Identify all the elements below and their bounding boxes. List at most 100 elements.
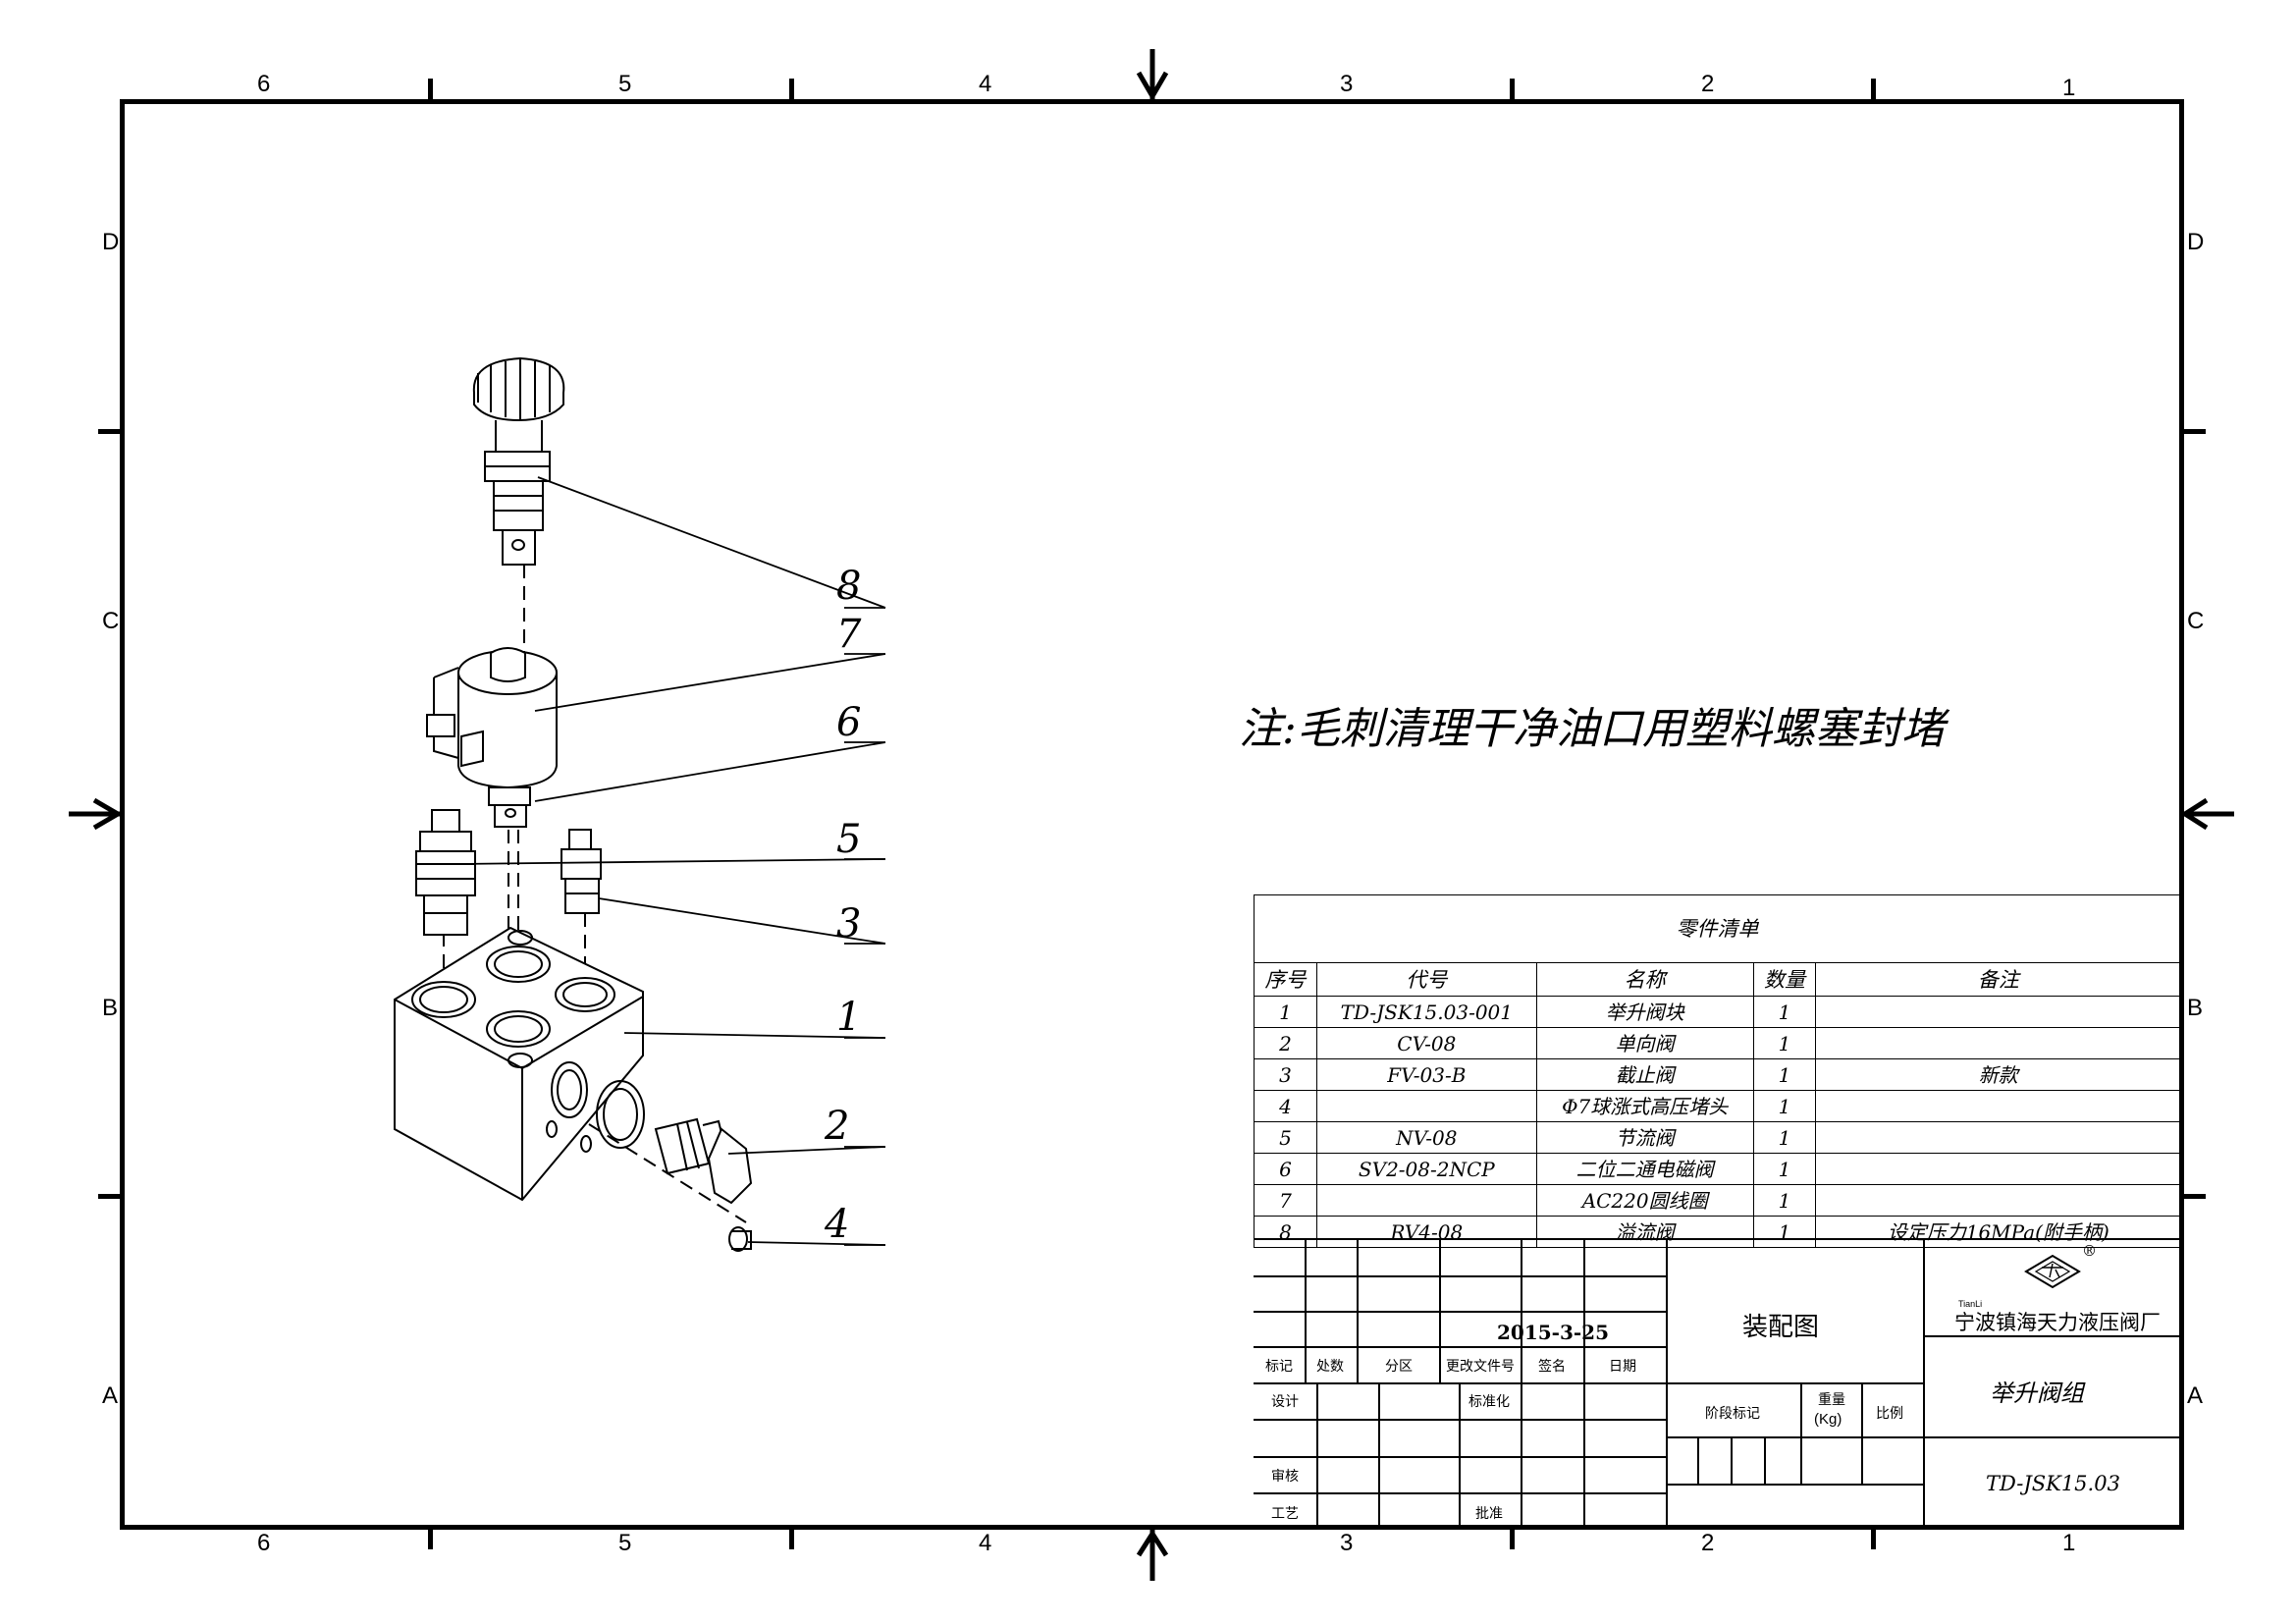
tb-company: 宁波镇海天力液压阀厂 (1954, 1311, 2161, 1334)
bom-cell: Φ7球涨式高压堵头 (1535, 1090, 1754, 1122)
zone-bottom-4: 4 (979, 1530, 992, 1556)
bom-cell: 截止阀 (1535, 1058, 1754, 1091)
bom-cell: 1 (1752, 1184, 1817, 1217)
tb-rev-mark: 标记 (1265, 1359, 1293, 1375)
drawing-note: 注:毛刺清理干净油口用塑料螺塞封堵 (1239, 704, 1945, 754)
zone-bottom-5: 5 (618, 1530, 632, 1556)
tb-rev-count: 处数 (1316, 1359, 1344, 1375)
bom-cell (1315, 1184, 1537, 1217)
tb-weight-unit: (Kg) (1814, 1411, 1842, 1428)
zone-bottom-6: 6 (257, 1530, 271, 1556)
tick (1510, 1528, 1515, 1549)
zone-bottom-3: 3 (1340, 1530, 1354, 1556)
tick (1510, 79, 1515, 100)
tb-line (1254, 1492, 1666, 1494)
tb-rev-sign: 签名 (1538, 1359, 1566, 1375)
tb-standardize: 标准化 (1468, 1394, 1510, 1410)
zone-top-4: 4 (979, 71, 992, 97)
tb-line (1254, 1311, 1666, 1313)
zone-left-C: C (102, 608, 120, 634)
bom-title: 零件清单 (1254, 894, 2181, 963)
bom-cell: 1 (1752, 1027, 1817, 1059)
tb-registered: ® (2082, 1242, 2097, 1260)
tick (98, 1194, 120, 1199)
bom-cell: 1 (1752, 1153, 1817, 1185)
zone-top-6: 6 (257, 71, 271, 97)
zone-left-B: B (102, 995, 119, 1021)
bom-cell: 8 (1254, 1216, 1317, 1248)
tb-line (1254, 1456, 1666, 1458)
bom-cell: 5 (1254, 1121, 1317, 1154)
tick (2184, 429, 2206, 434)
bom-cell: AC220圆线圈 (1535, 1184, 1754, 1217)
part-7-coil (426, 647, 558, 789)
callout-7: 7 (836, 612, 862, 657)
zone-top-1: 1 (2062, 75, 2076, 101)
zone-bottom-1: 1 (2062, 1530, 2076, 1556)
tick (428, 79, 433, 100)
tick (1871, 1528, 1876, 1549)
bom-cell: 1 (1752, 1121, 1817, 1154)
bom-cell (1315, 1090, 1537, 1122)
zone-top-3: 3 (1340, 71, 1354, 97)
zone-right-B: B (2187, 995, 2204, 1021)
bom-cell: 1 (1752, 1216, 1817, 1248)
tb-drawing-no: TD-JSK15.03 (1986, 1472, 2120, 1495)
leader-lines (456, 476, 886, 1246)
part-5-throttle-valve (415, 809, 476, 936)
tb-line (1254, 1346, 1666, 1348)
bom-cell (1815, 1090, 2181, 1122)
tick (789, 79, 794, 100)
bom-header-no: 序号 (1254, 962, 1317, 997)
bom-cell (1815, 1121, 2181, 1154)
tb-date: 2015-3-25 (1497, 1321, 1610, 1344)
tb-rev-doc: 更改文件号 (1446, 1359, 1515, 1375)
zone-right-D: D (2187, 229, 2205, 255)
tb-review: 审核 (1271, 1469, 1299, 1485)
tb-drawing-type: 装配图 (1742, 1313, 1820, 1342)
tb-stage-mark: 阶段标记 (1705, 1406, 1760, 1422)
bom-cell: 2 (1254, 1027, 1317, 1059)
bom-header-remark: 备注 (1815, 962, 2181, 997)
bom-cell: 7 (1254, 1184, 1317, 1217)
company-logo (2024, 1254, 2081, 1289)
bom-cell (1815, 1153, 2181, 1185)
tb-rev-date: 日期 (1609, 1359, 1636, 1375)
tick (2184, 1194, 2206, 1199)
bom-cell: 溢流阀 (1535, 1216, 1754, 1248)
callout-8: 8 (836, 564, 862, 609)
tb-line (1731, 1436, 1733, 1484)
tb-scale: 比例 (1876, 1406, 1903, 1422)
zone-right-A: A (2187, 1382, 2204, 1409)
tick (1871, 79, 1876, 100)
centering-marks (69, 49, 2234, 1581)
tb-weight: 重量 (1818, 1392, 1845, 1408)
tick (789, 1528, 794, 1549)
tb-design: 设计 (1271, 1394, 1299, 1410)
tb-line (1697, 1436, 1699, 1484)
bom-cell: TD-JSK15.03-001 (1315, 996, 1537, 1028)
exploded-view (394, 356, 886, 1252)
callout-6: 6 (836, 700, 862, 745)
part-3-shutoff-valve (561, 829, 602, 914)
bom-cell (1815, 1184, 2181, 1217)
bom-cell: 4 (1254, 1090, 1317, 1122)
zone-right-C: C (2187, 608, 2205, 634)
tb-line (1666, 1382, 1923, 1384)
bom-cell: 新款 (1815, 1058, 2181, 1091)
part-4-plug (728, 1226, 752, 1252)
bom-header-code: 代号 (1315, 962, 1537, 997)
bom-cell: NV-08 (1315, 1121, 1537, 1154)
callout-4: 4 (825, 1202, 850, 1247)
zone-top-2: 2 (1701, 71, 1715, 97)
callout-1: 1 (836, 995, 862, 1040)
tb-line (1666, 1240, 1668, 1530)
zone-bottom-2: 2 (1701, 1530, 1715, 1556)
bom-header-name: 名称 (1535, 962, 1754, 997)
bom-cell: SV2-08-2NCP (1315, 1153, 1537, 1185)
